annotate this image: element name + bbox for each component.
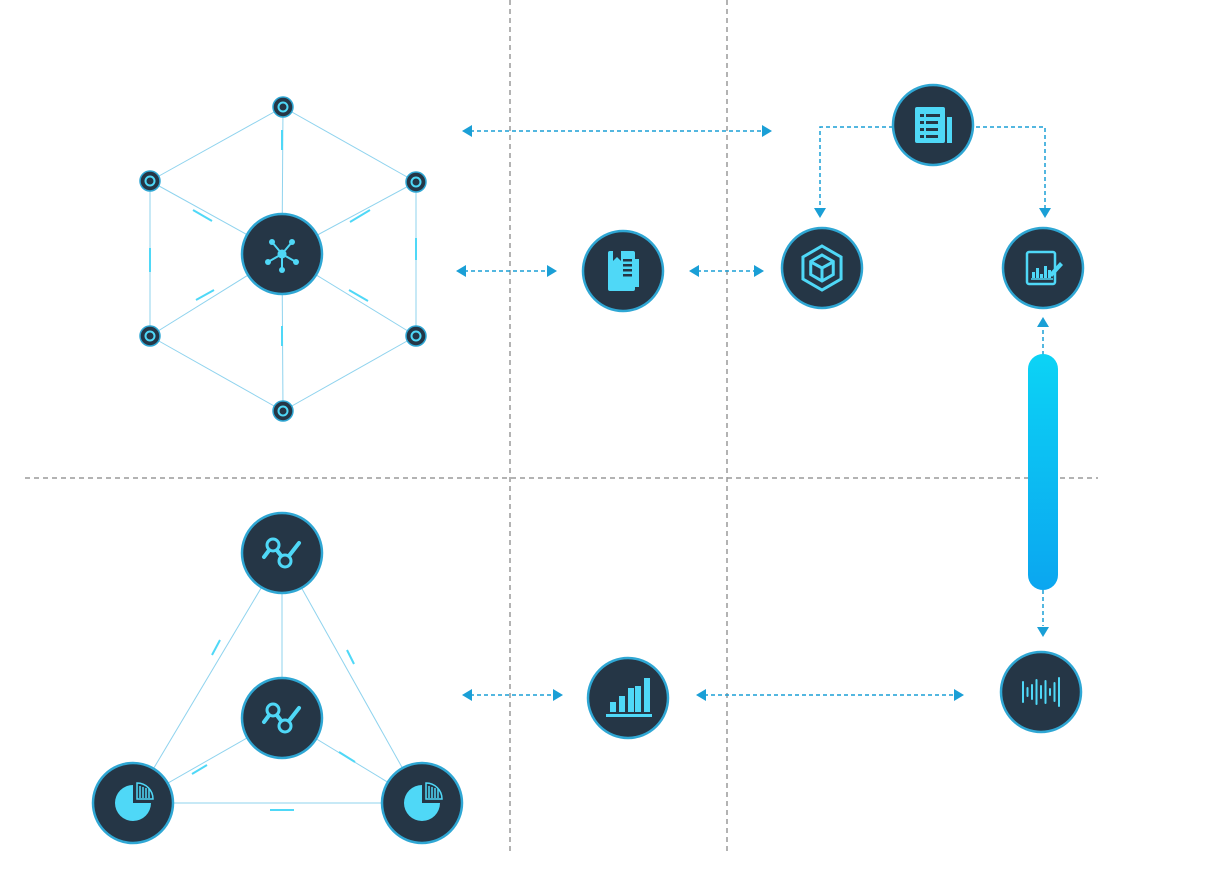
bar-chart-icon — [606, 678, 652, 717]
line-trend-top-node — [240, 511, 324, 595]
edge-highlight — [195, 289, 215, 301]
network-node — [139, 170, 161, 192]
edge-highlight — [346, 649, 355, 665]
cube-hexagon-node — [780, 226, 864, 310]
network-edge — [149, 335, 284, 412]
network-node-dot — [144, 330, 156, 342]
network-node-dot — [277, 101, 289, 113]
dashed-connector — [976, 126, 1046, 208]
network-edge — [149, 106, 284, 182]
network-node-dot — [410, 330, 422, 342]
arrow-head — [462, 125, 472, 137]
network-hub-icon — [265, 239, 299, 273]
report-list-node — [891, 83, 975, 167]
network-node — [272, 400, 294, 422]
line-trend-icon — [262, 702, 301, 734]
network-node — [139, 325, 161, 347]
pie-chart-icon — [115, 782, 154, 821]
arrow-head — [762, 125, 772, 137]
hexagon-cube-icon — [801, 244, 843, 292]
dashed-connector — [819, 126, 893, 208]
arrow-head — [462, 689, 472, 701]
chart-edit-icon — [1025, 250, 1063, 286]
node-circle — [240, 676, 324, 760]
arrow-head — [754, 265, 764, 277]
edge-highlight — [191, 764, 208, 775]
edge-highlight — [211, 639, 221, 656]
document-book-node — [581, 229, 665, 313]
pipeline-bar — [1028, 354, 1058, 590]
chart-edit-node — [1001, 226, 1085, 310]
pie-right-node — [380, 761, 464, 845]
network-node — [405, 325, 427, 347]
network-node-dot — [144, 175, 156, 187]
line-trend-center-node — [240, 676, 324, 760]
arrow-head — [689, 265, 699, 277]
network-node-dot — [410, 176, 422, 188]
audio-waveform-icon — [1022, 677, 1060, 707]
bar-chart-node — [586, 656, 670, 740]
pie-chart-icon — [404, 782, 443, 821]
network-node — [405, 171, 427, 193]
triangle-edge — [281, 552, 423, 804]
node-circle — [240, 511, 324, 595]
hub-network-node — [240, 212, 324, 296]
network-node — [272, 96, 294, 118]
triangle-edge — [132, 552, 283, 804]
node-circle — [1001, 226, 1085, 310]
line-trend-icon — [262, 537, 301, 569]
arrow-head — [1037, 317, 1049, 327]
edge-highlight — [192, 209, 213, 222]
pie-left-node — [91, 761, 175, 845]
network-node-dot — [277, 405, 289, 417]
edge-highlight — [338, 751, 356, 763]
arrow-head — [696, 689, 706, 701]
edge-highlight — [349, 209, 371, 223]
report-list-icon — [915, 107, 952, 143]
network-edge — [282, 106, 417, 183]
arrow-head — [954, 689, 964, 701]
arrow-head — [1039, 208, 1051, 218]
arrow-head — [547, 265, 557, 277]
waveform-node — [999, 650, 1083, 734]
arrow-head — [814, 208, 826, 218]
arrow-head — [1037, 627, 1049, 637]
edge-highlight — [348, 289, 369, 302]
network-edge — [282, 335, 417, 412]
arrow-head — [553, 689, 563, 701]
arrow-head — [456, 265, 466, 277]
document-book-icon — [608, 251, 639, 291]
